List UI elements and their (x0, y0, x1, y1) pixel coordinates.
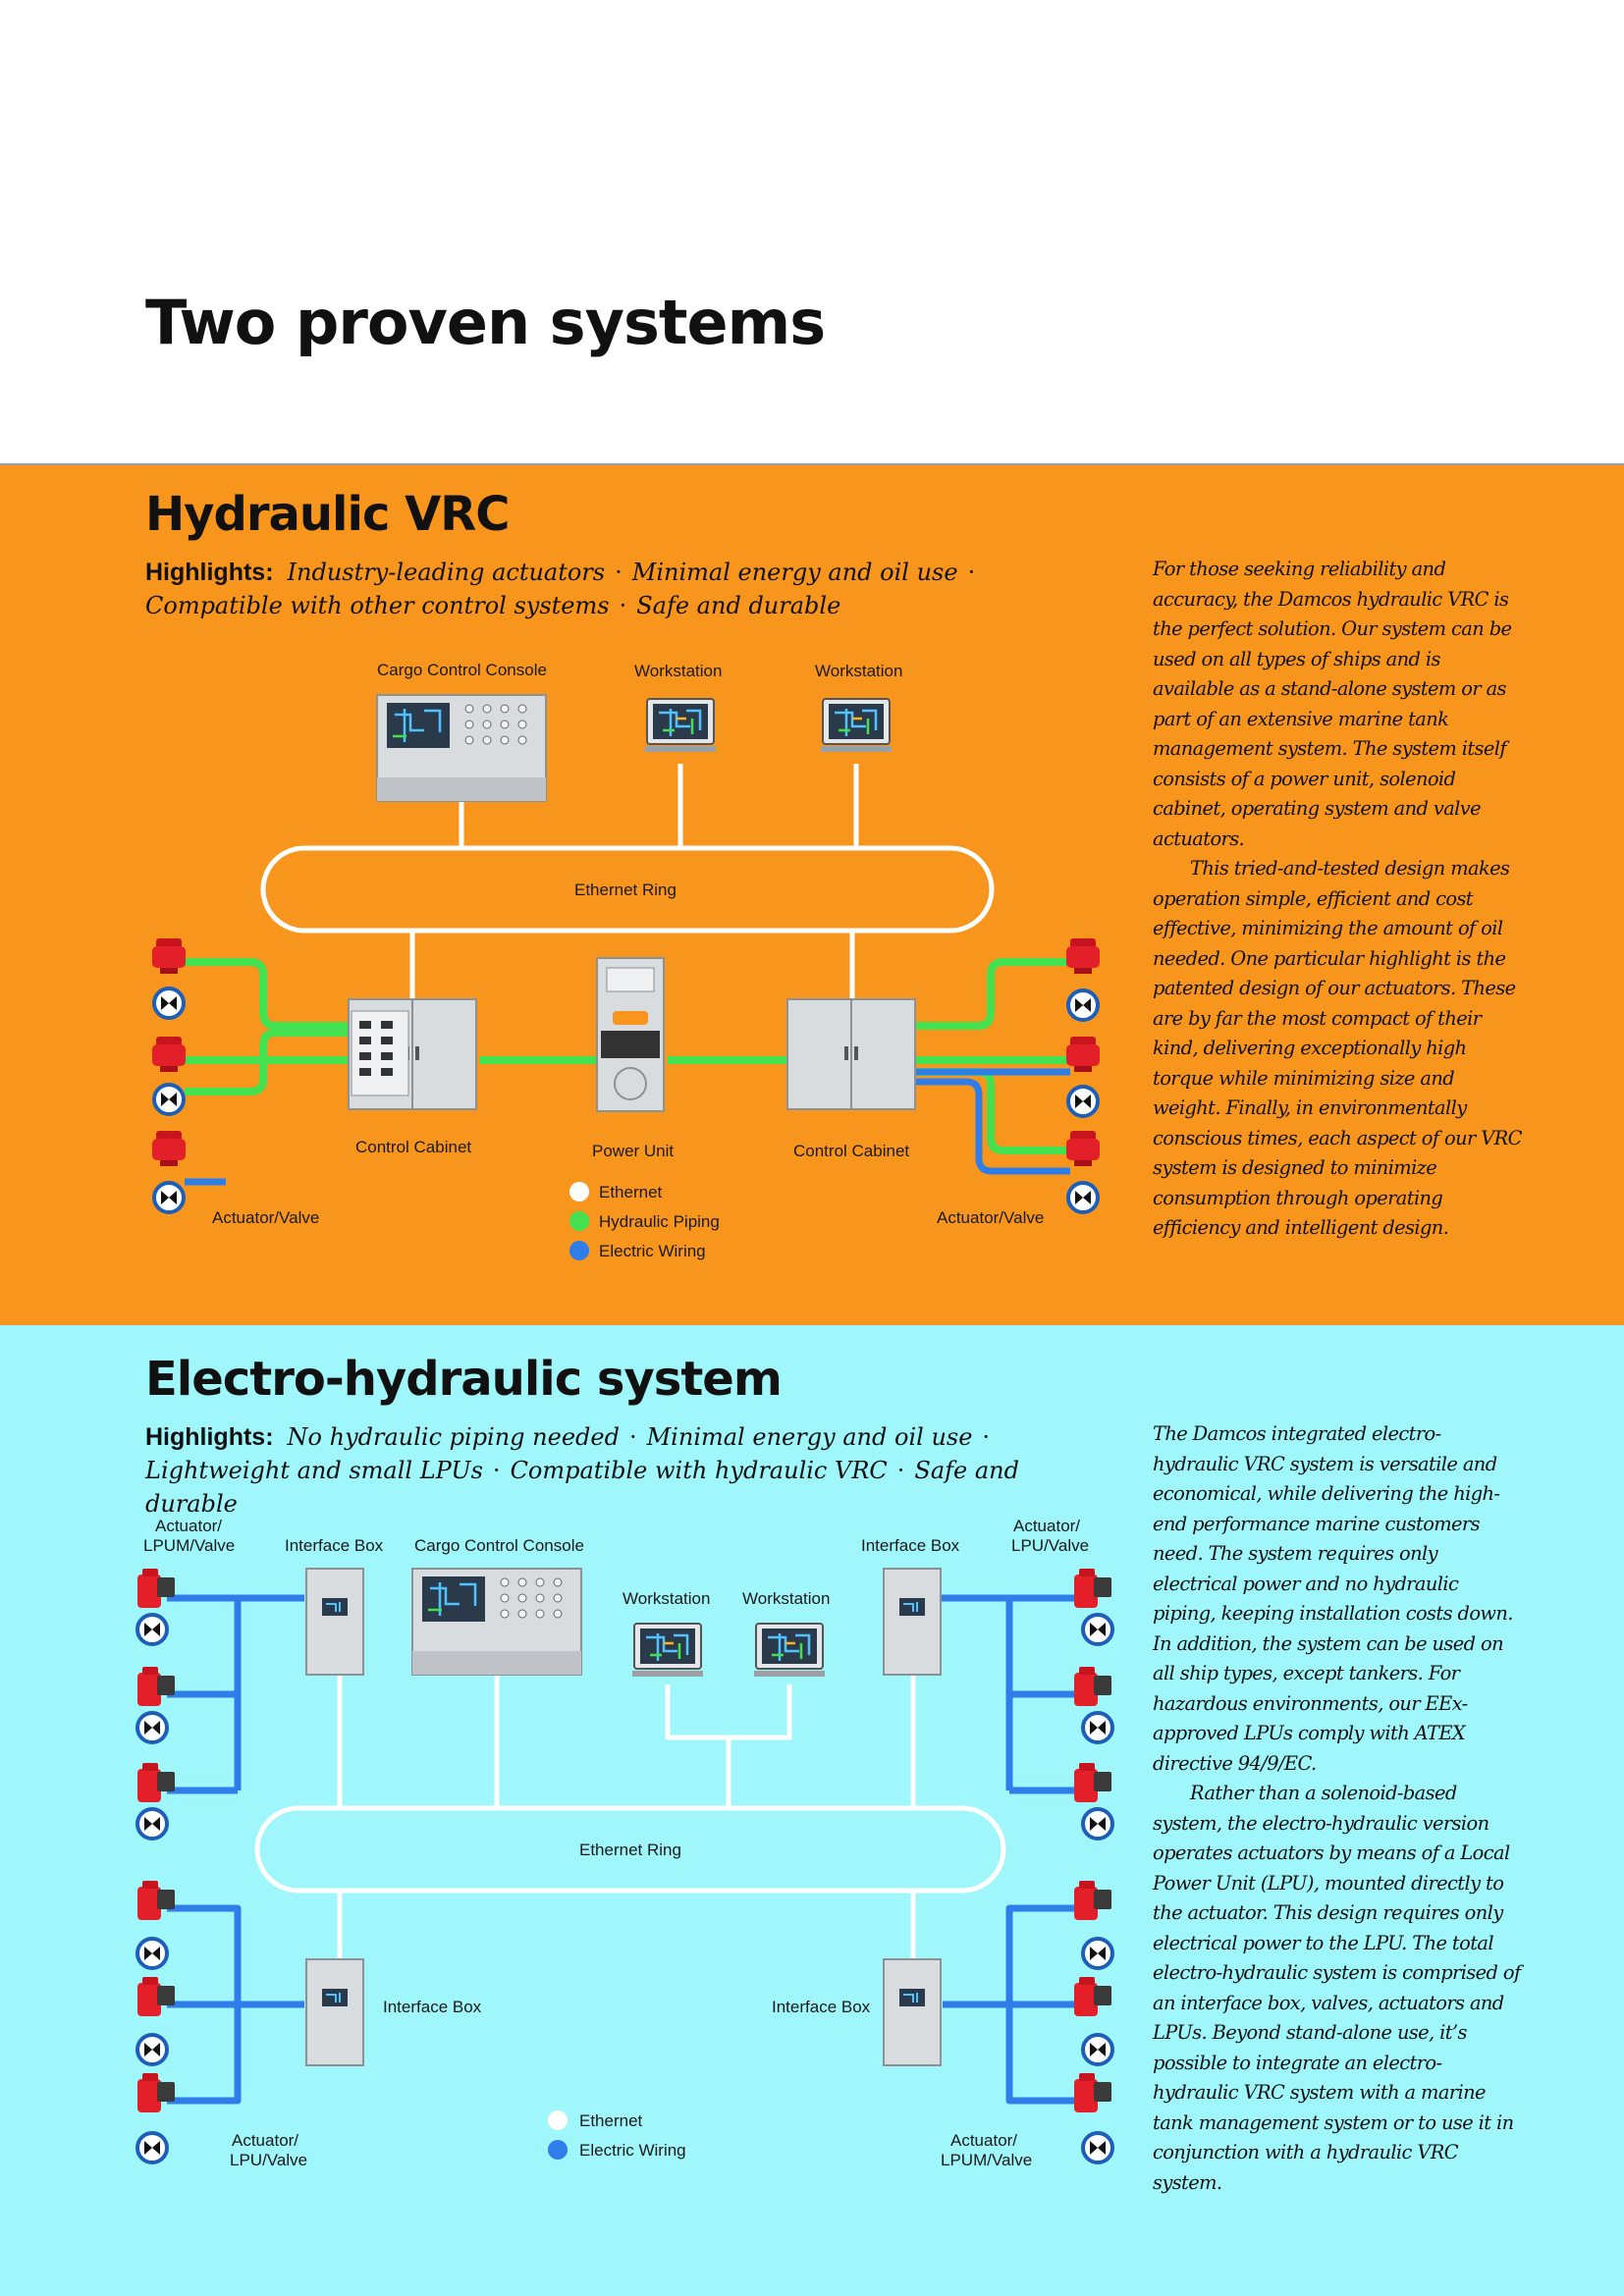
electro-legend (548, 2110, 568, 2160)
electro-paragraph: The Damcos integrated electro-hydraulic … (1153, 1422, 1513, 1775)
actuator-valve-label: Actuator/Valve (937, 1208, 1044, 1227)
hydraulic-actuators-left (152, 938, 186, 1214)
interface-box-device (305, 1568, 364, 1676)
electro-highlights: Highlights:No hydraulic piping needed·Mi… (145, 1423, 1019, 1518)
control-cabinet-device (348, 998, 477, 1110)
cargo-control-console-device (376, 694, 547, 802)
electro-highlight: Lightweight and small LPUs (145, 1457, 483, 1484)
workstation-label: Workstation (815, 662, 902, 680)
interface-box-device (883, 1568, 942, 1676)
hydraulic-section (0, 463, 1624, 1327)
workstation-device (630, 1622, 705, 1679)
interface-box-device (883, 1958, 942, 2066)
electro-highlights-label: Highlights: (145, 1423, 274, 1451)
electric-wiring (185, 1068, 1070, 1186)
electro-highlight: Minimal energy and oil use (646, 1423, 973, 1451)
actuator-lpu-label: LPU/Valve (230, 2151, 307, 2169)
control-cabinet-label: Control Cabinet (355, 1138, 471, 1156)
legend-ethernet-label: Ethernet (599, 1183, 663, 1201)
ethernet-lines (254, 1673, 1006, 1959)
hydraulic-actuators-right (1066, 938, 1100, 1214)
electro-title: Electro-hydraulic system (145, 1352, 783, 1407)
cargo-console-label: Cargo Control Console (414, 1536, 584, 1555)
hydraulic-legend (569, 1182, 589, 1260)
electric-wiring (167, 1594, 1078, 2105)
actuator-lpum-label: LPUM/Valve (143, 1536, 235, 1555)
electro-paragraph: Rather than a solenoid-based system, the… (1153, 1782, 1521, 2194)
actuator-valve-label: Actuator/Valve (212, 1208, 319, 1227)
page-title: Two proven systems (145, 287, 826, 358)
cargo-control-console-device (411, 1568, 582, 1676)
ethernet-lines (260, 764, 995, 999)
workstation-device (819, 697, 893, 754)
actuator-lpu-label: Actuator/ (1013, 1517, 1080, 1535)
ethernet-ring-label: Ethernet Ring (574, 881, 677, 899)
electro-diagram: Actuator/ LPUM/Valve Interface Box Cargo… (135, 1517, 1114, 2169)
electro-highlight: Compatible with hydraulic VRC (510, 1457, 888, 1484)
legend-electric-wiring-label: Electric Wiring (579, 2141, 686, 2160)
control-cabinet-device (786, 998, 916, 1110)
interface-box-label: Interface Box (383, 1998, 482, 2016)
interface-box-device (305, 1958, 364, 2066)
workstation-device (643, 697, 718, 754)
electro-highlight: Safe and durable (145, 1457, 1019, 1518)
lpu-actuators-right (1074, 1569, 1114, 2164)
legend-ethernet-label: Ethernet (579, 2111, 643, 2130)
interface-box-label: Interface Box (285, 1536, 384, 1555)
workstation-label: Workstation (623, 1589, 710, 1608)
legend-electric-wiring-label: Electric Wiring (599, 1242, 706, 1260)
workstation-label: Workstation (634, 662, 722, 680)
ethernet-ring-label: Ethernet Ring (579, 1841, 681, 1859)
hydraulic-highlights: Highlights:Industry-leading actuators·Mi… (145, 559, 976, 619)
control-cabinet-label: Control Cabinet (793, 1142, 909, 1160)
workstation-device (752, 1622, 827, 1679)
electro-body-text: The Damcos integrated electro-hydraulic … (1153, 1419, 1526, 2198)
hydraulic-highlight: Compatible with other control systems (145, 592, 610, 619)
hydraulic-highlights-label: Highlights: (145, 559, 274, 586)
cargo-console-label: Cargo Control Console (377, 661, 547, 679)
legend-hydraulic-piping-label: Hydraulic Piping (599, 1212, 720, 1231)
hydraulic-diagram: Cargo Control Console Workstation Workst… (152, 661, 1100, 1260)
actuator-lpu-label: Actuator/ (232, 2131, 298, 2150)
hydraulic-highlight: Safe and durable (636, 592, 841, 619)
hydraulic-highlight: Industry-leading actuators (287, 559, 606, 586)
interface-box-label: Interface Box (861, 1536, 960, 1555)
hydraulic-title: Hydraulic VRC (145, 487, 510, 542)
power-unit-label: Power Unit (592, 1142, 674, 1160)
actuator-lpum-label: Actuator/ (950, 2131, 1017, 2150)
power-unit-device (596, 957, 665, 1112)
actuator-lpum-label: LPUM/Valve (941, 2151, 1032, 2169)
lpu-actuators-left (135, 1569, 175, 2164)
actuator-lpum-label: Actuator/ (155, 1517, 222, 1535)
electro-highlight: No hydraulic piping needed (287, 1423, 620, 1451)
hydraulic-paragraph: This tried-and-tested design makes opera… (1153, 857, 1522, 1239)
hydraulic-paragraph: For those seeking reliability and accura… (1153, 558, 1512, 850)
actuator-lpu-label: LPU/Valve (1011, 1536, 1089, 1555)
workstation-label: Workstation (742, 1589, 830, 1608)
interface-box-label: Interface Box (772, 1998, 871, 2016)
hydraulic-highlight: Minimal energy and oil use (631, 559, 958, 586)
hydraulic-body-text: For those seeking reliability and accura… (1153, 555, 1526, 1244)
